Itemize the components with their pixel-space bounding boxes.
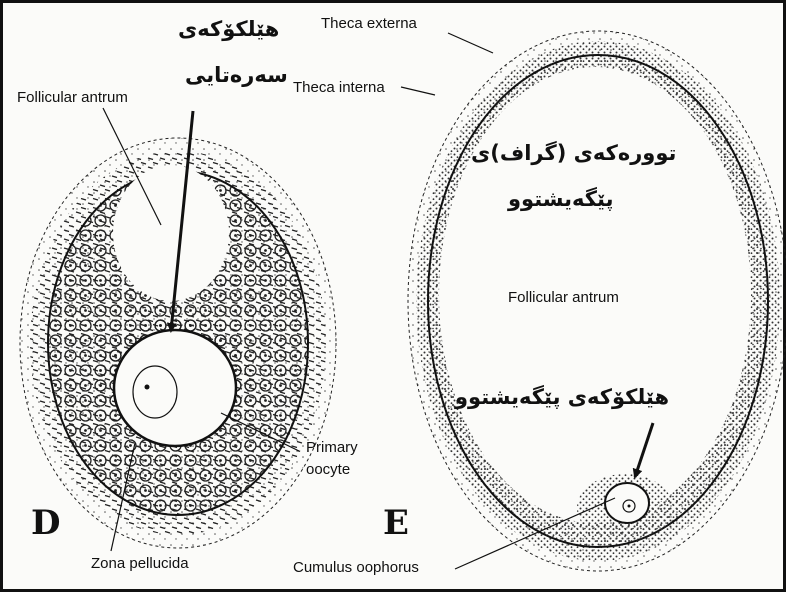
label-follicular-antrum-e: Follicular antrum: [508, 289, 619, 306]
label-primary-oocyte-line2: oocyte: [306, 461, 350, 478]
panel-letter-d: D: [31, 503, 60, 543]
label-theca-externa: Theca externa: [321, 15, 417, 32]
panel-letter-e: E: [383, 503, 409, 543]
leader-theca-interna: [401, 87, 435, 95]
follicle-d: [20, 138, 336, 548]
kurdish-primary-oocyte-line2: سەرەتایی: [185, 63, 288, 87]
label-zona-pellucida: Zona pellucida: [91, 555, 189, 572]
kurdish-primary-oocyte-line1: هێلکۆکەی: [178, 17, 279, 41]
zona-pellucida-d: [114, 330, 236, 446]
label-theca-interna: Theca interna: [293, 79, 385, 96]
leader-theca-externa: [448, 33, 493, 53]
antrum-d: [113, 165, 229, 301]
oocyte-nucleolus-d: [145, 385, 150, 390]
zona-pellucida-e: [605, 483, 649, 523]
kurdish-graafian-follicle-line2: پێگەیشتوو: [508, 187, 613, 211]
kurdish-graafian-follicle-line1: توورەکەی (گراف)ی: [471, 141, 676, 165]
label-cumulus-oophorus: Cumulus oophorus: [293, 559, 419, 576]
label-primary-oocyte-line1: Primary: [306, 439, 358, 456]
kurdish-mature-oocyte: هێلکۆکەی پێگەیشتوو: [455, 385, 669, 409]
oocyte-nucleolus-e: [628, 505, 631, 508]
label-follicular-antrum-d: Follicular antrum: [17, 89, 128, 106]
